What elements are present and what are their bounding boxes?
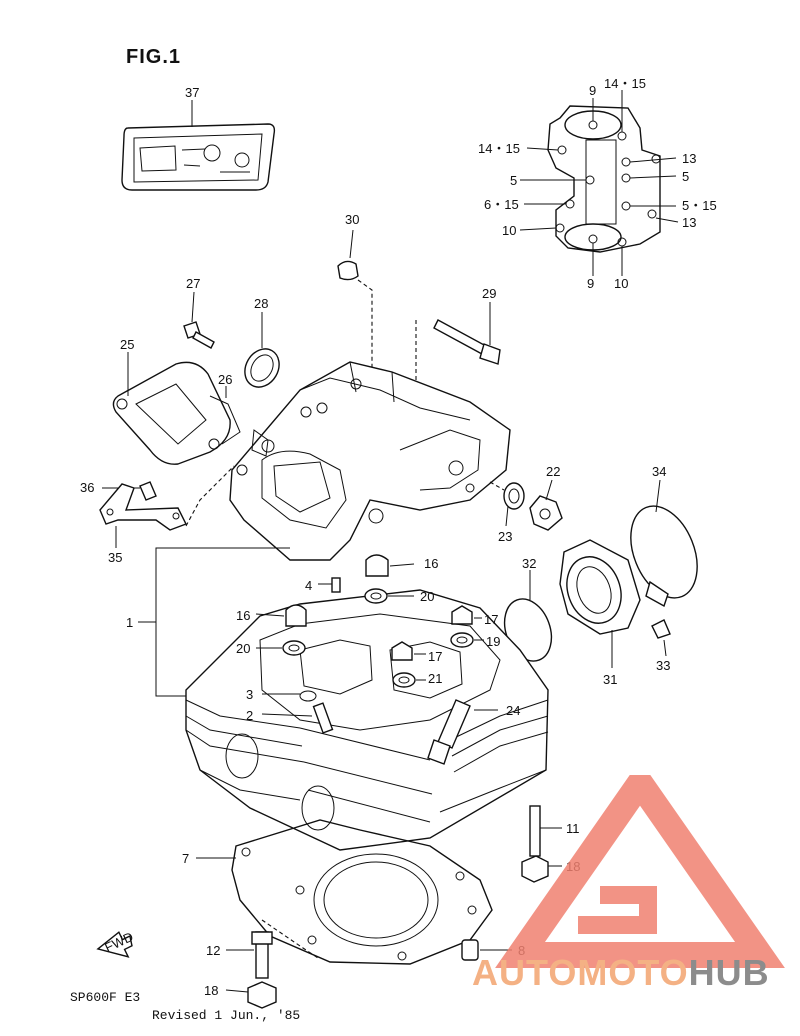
callout-36: 36	[80, 480, 94, 495]
model-code: SP600F E3	[70, 990, 141, 1005]
callout-2: 2	[246, 708, 253, 723]
bolt-label-bottom-9: 9	[587, 276, 594, 291]
part-22-union-bolt	[529, 479, 563, 531]
bolt-label-right-5: 5	[682, 169, 689, 184]
bolt-label-right-13a: 13	[682, 151, 696, 166]
part-33-screw	[651, 619, 671, 657]
part-35-bracket	[99, 465, 235, 548]
part-4-dowel	[318, 577, 341, 593]
callout-18-lower: 18	[204, 983, 218, 998]
callout-22: 22	[546, 464, 560, 479]
callout-20-upper: 20	[420, 589, 434, 604]
bolt-label-left-10: 10	[502, 223, 516, 238]
bolt-label-bottom-10: 10	[614, 276, 628, 291]
callout-37: 37	[185, 85, 199, 100]
forward-arrow-icon: FWD	[96, 929, 136, 958]
bolt-label-left-5: 5	[510, 173, 517, 188]
part-12-stud	[226, 919, 319, 979]
part-27-bolt	[183, 291, 215, 349]
bolt-label-left-14-15: 14・15	[478, 141, 520, 156]
part-21-washer	[392, 672, 426, 688]
revision-note: Revised 1 Jun., '85	[152, 1008, 301, 1023]
part-2-guide	[261, 702, 334, 734]
callout-labels: 37 30 27 29 28 25 26 22 34 36 23 35 16 3…	[80, 85, 670, 998]
cylinder-head	[185, 589, 549, 851]
part-1-bracket-line	[138, 547, 290, 697]
part-29-bolt	[415, 302, 501, 410]
callout-21: 21	[428, 671, 442, 686]
callout-29: 29	[482, 286, 496, 301]
watermark-text: AUTOMOTOHUB	[472, 952, 770, 994]
callout-32: 32	[522, 556, 536, 571]
part-31-intake-pipe	[559, 539, 641, 668]
part-20-washer-upper	[364, 588, 414, 604]
callout-28: 28	[254, 296, 268, 311]
watermark-text-part-b: HUB	[688, 952, 770, 993]
callout-1: 1	[126, 615, 133, 630]
callout-19: 19	[486, 634, 500, 649]
part-18-nut-right	[521, 855, 562, 883]
callout-34: 34	[652, 464, 666, 479]
callout-16-left: 16	[236, 608, 250, 623]
callout-4: 4	[305, 578, 312, 593]
callout-17-right: 17	[484, 612, 498, 627]
part-8-dowel	[461, 939, 512, 961]
part-30-plug	[337, 229, 373, 385]
watermark-text-part-a: AUTOMOTO	[472, 952, 689, 993]
part-17-nut-center	[391, 641, 426, 661]
part-28-oil-seal	[244, 312, 280, 388]
part-17-nut-right	[451, 605, 482, 625]
callout-31: 31	[603, 672, 617, 687]
part-18-nut-lower	[225, 981, 277, 1009]
callout-11: 11	[566, 821, 580, 836]
callout-30: 30	[345, 212, 359, 227]
callout-33: 33	[656, 658, 670, 673]
part-16-cap-nut-left	[255, 604, 307, 627]
callout-25: 25	[120, 337, 134, 352]
part-25-cover	[112, 352, 231, 465]
callout-17-center: 17	[428, 649, 442, 664]
callout-24: 24	[506, 703, 520, 718]
callout-20-left: 20	[236, 641, 250, 656]
bolt-pattern-labels: 9 14・15 14・15 5 6・15 10 13 5 5・15 13 9 1…	[478, 76, 717, 291]
callout-23: 23	[498, 529, 512, 544]
callout-12: 12	[206, 943, 220, 958]
callout-3: 3	[246, 687, 253, 702]
part-19-washer	[450, 632, 484, 648]
callout-26: 26	[218, 372, 232, 387]
part-37-plate	[121, 100, 276, 191]
callout-7: 7	[182, 851, 189, 866]
bolt-label-top-14-15: 14・15	[604, 76, 646, 91]
bolt-label-top-9: 9	[589, 83, 596, 98]
bolt-label-right-5-15: 5・15	[682, 198, 717, 213]
callout-16-upper: 16	[424, 556, 438, 571]
bolt-label-right-13b: 13	[682, 215, 696, 230]
part-16-cap-nut-upper	[365, 554, 415, 577]
watermark-logo	[495, 775, 785, 968]
callout-27: 27	[186, 276, 200, 291]
part-23-washer	[489, 481, 525, 527]
part-24-spark-plug	[427, 699, 498, 765]
cylinder-head-bolt-pattern	[519, 90, 679, 276]
camshaft-housing	[229, 361, 511, 561]
bolt-label-left-6-15: 6・15	[484, 197, 519, 212]
part-3-clip	[262, 690, 317, 702]
part-34-clamp	[630, 479, 698, 608]
figure-title: FIG.1	[126, 46, 182, 68]
callout-35: 35	[108, 550, 122, 565]
part-20-washer-left	[256, 640, 306, 656]
part-26-gasket	[209, 386, 241, 445]
